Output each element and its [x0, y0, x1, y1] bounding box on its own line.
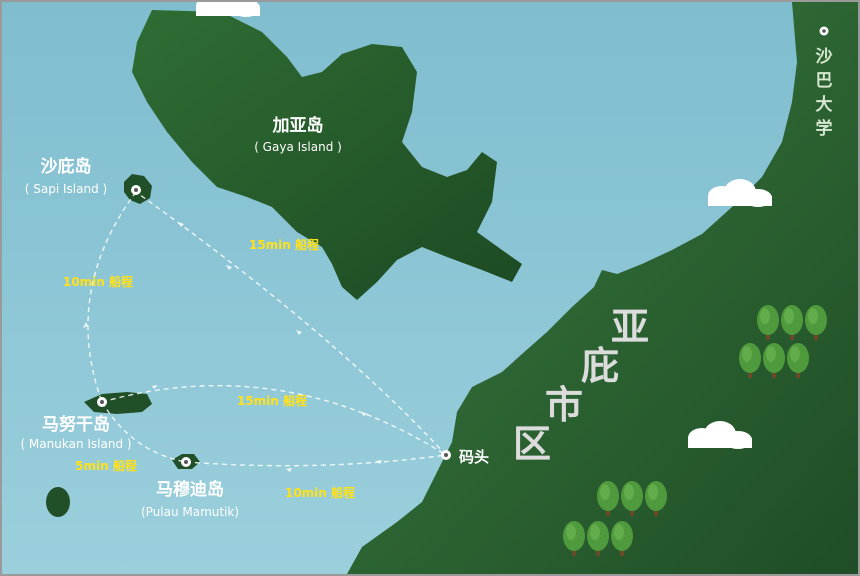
route-label-manukan-jetty: 15min 船程: [237, 393, 307, 408]
university-char-2: 巴: [816, 71, 833, 91]
manukan-island-english: ( Manukan Island ): [20, 437, 131, 451]
route-label-sapi-manukan: 10min 船程: [63, 274, 133, 289]
route-mamutik-jetty: [185, 454, 447, 467]
route-jetty-sapi: [135, 191, 447, 456]
islet: [46, 487, 70, 517]
sapi-island-name: 沙庇岛: [41, 156, 92, 177]
district-char-4: 区: [513, 422, 551, 466]
route-sapi-manukan: [87, 191, 137, 403]
pin-icon[interactable]: [131, 185, 141, 195]
pin-icon[interactable]: [97, 397, 107, 407]
pin-icon[interactable]: [441, 450, 451, 460]
mamutik-island-english: (Pulau Mamutik): [141, 505, 239, 519]
cloud-icon: [196, 2, 260, 17]
university-char-4: 学: [816, 118, 833, 139]
pin-icon[interactable]: [181, 457, 191, 467]
route-manukan-jetty: [101, 385, 447, 456]
mamutik-island-name: 马穆迪岛: [156, 479, 224, 500]
route-label-jetty-sapi: 15min 船程: [249, 237, 319, 252]
manukan-island-name: 马努干岛: [42, 414, 110, 435]
gaya-island-english: ( Gaya Island ): [254, 140, 342, 154]
university-char-1: 沙: [816, 47, 833, 67]
jetty-label: 码头: [459, 448, 489, 466]
route-arrows: [83, 222, 382, 472]
district-char-3: 市: [545, 383, 583, 427]
gaya-island: [132, 10, 522, 300]
university-char-3: 大: [816, 94, 833, 115]
route-manukan-mamutik: [101, 401, 187, 463]
sapi-island-english: ( Sapi Island ): [25, 182, 107, 196]
district-char-1: 亚: [611, 305, 649, 349]
gaya-island-name: 加亚岛: [272, 115, 324, 136]
route-label-mamutik-jetty: 10min 船程: [285, 485, 355, 500]
route-label-manukan-mamutik: 5min 船程: [75, 458, 137, 473]
pin-icon[interactable]: [819, 26, 829, 36]
district-char-2: 庇: [581, 344, 619, 388]
